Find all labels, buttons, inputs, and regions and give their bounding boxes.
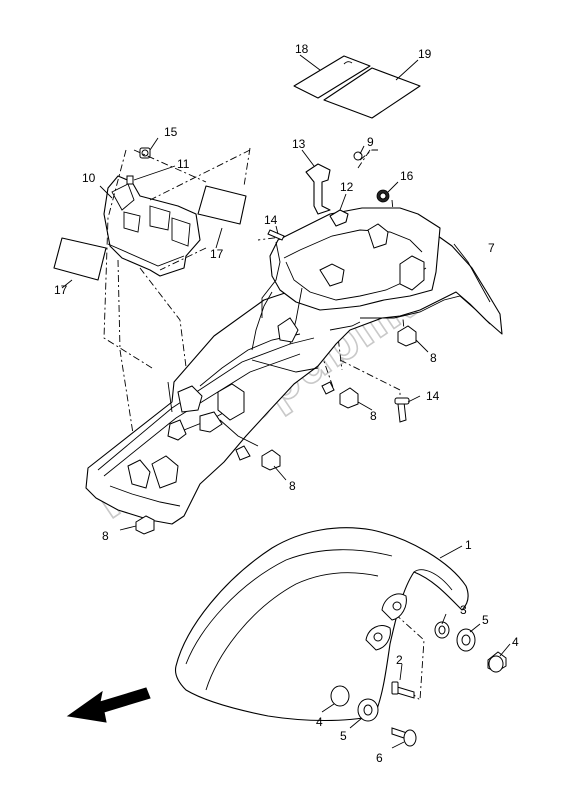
callout-14a: 14 xyxy=(264,213,278,227)
callout-9: 9 xyxy=(367,135,374,149)
clip-fasteners xyxy=(119,181,429,535)
callout-6: 6 xyxy=(376,751,383,765)
callout-3: 3 xyxy=(460,603,467,617)
callout-18: 18 xyxy=(295,42,309,56)
callout-10: 10 xyxy=(82,171,96,185)
callout-4b: 4 xyxy=(316,715,323,729)
callout-7: 7 xyxy=(488,241,495,255)
label-sheets xyxy=(293,54,421,119)
small-brackets xyxy=(267,145,421,423)
callout-12: 12 xyxy=(340,180,354,194)
callout-16: 16 xyxy=(400,169,414,183)
callout-15: 15 xyxy=(164,125,178,139)
callout-13: 13 xyxy=(292,137,306,151)
callout-labels: 18 19 15 13 9 11 10 16 12 14 17 7 17 8 1… xyxy=(54,42,519,765)
callout-1: 1 xyxy=(465,538,472,552)
bracket-assembly xyxy=(99,137,201,277)
callout-2: 2 xyxy=(396,653,403,667)
callout-4a: 4 xyxy=(512,635,519,649)
callout-17b: 17 xyxy=(54,283,68,297)
callout-14b: 14 xyxy=(426,389,440,403)
callout-8a: 8 xyxy=(430,351,437,365)
callout-5b: 5 xyxy=(340,729,347,743)
callout-11: 11 xyxy=(177,157,190,171)
fender-hardware xyxy=(321,613,511,749)
front-fender xyxy=(174,527,469,722)
callout-17a: 17 xyxy=(210,247,224,261)
rear-fender xyxy=(85,207,503,525)
front-direction-arrow-icon xyxy=(66,687,151,723)
callout-8d: 8 xyxy=(102,529,109,543)
callout-5a: 5 xyxy=(482,613,489,627)
callout-19: 19 xyxy=(418,47,432,61)
callout-8c: 8 xyxy=(289,479,296,493)
callout-8b: 8 xyxy=(370,409,377,423)
reflectors xyxy=(53,185,247,289)
